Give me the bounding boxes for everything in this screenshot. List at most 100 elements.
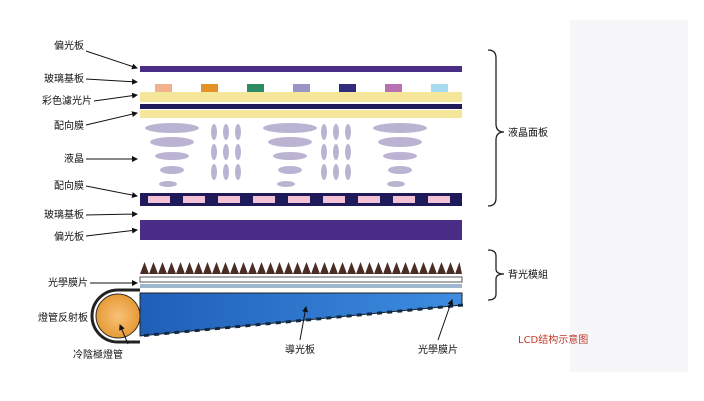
diffuser-film bbox=[139, 276, 463, 283]
light-guide-dot bbox=[143, 333, 150, 337]
light-guide-dot bbox=[255, 322, 261, 327]
alignment-cell bbox=[393, 196, 415, 203]
lc-molecule bbox=[321, 144, 327, 160]
lc-molecule bbox=[145, 123, 199, 133]
glass-yellow-layer bbox=[140, 110, 462, 118]
light-guide-dot bbox=[356, 313, 362, 317]
alignment-cell bbox=[428, 196, 450, 203]
color-filter-dot bbox=[155, 84, 172, 92]
arrow-polarizer-bottom bbox=[85, 227, 138, 237]
light-guide-dot bbox=[285, 320, 291, 324]
light-guide-dot bbox=[275, 320, 281, 325]
light-guide-dot bbox=[316, 317, 322, 321]
light-guide-dot bbox=[387, 310, 393, 314]
lc-molecule bbox=[383, 152, 417, 160]
label-glass-top: 玻璃基板 bbox=[44, 72, 84, 85]
lc-molecule bbox=[159, 181, 177, 187]
label-alignment-top: 配向膜 bbox=[54, 119, 84, 132]
lc-molecule bbox=[387, 181, 405, 187]
light-guide-dot bbox=[174, 330, 180, 335]
light-guide-dot bbox=[397, 309, 403, 313]
lc-molecule bbox=[211, 144, 217, 160]
color-filter-dots bbox=[155, 84, 448, 92]
light-guide-dot bbox=[346, 314, 352, 318]
lc-molecule bbox=[333, 164, 339, 180]
lc-molecule bbox=[235, 144, 241, 160]
lc-molecule bbox=[235, 164, 241, 180]
label-polarizer-top: 偏光板 bbox=[54, 39, 84, 52]
label-liquid-crystal: 液晶 bbox=[64, 152, 84, 165]
color-filter-layer bbox=[140, 92, 462, 102]
lc-molecule bbox=[277, 181, 295, 187]
lc-molecule bbox=[345, 124, 351, 140]
arrow-polarizer-top bbox=[85, 50, 138, 70]
label-ccfl: 冷陰極燈管 bbox=[73, 348, 123, 361]
lc-molecule bbox=[211, 124, 217, 140]
lc-molecule bbox=[223, 124, 229, 140]
alignment-bottom-cells bbox=[148, 196, 450, 203]
alignment-cell bbox=[358, 196, 380, 203]
lc-molecule bbox=[223, 144, 229, 160]
arrow-color-filter bbox=[93, 92, 138, 102]
lc-molecule bbox=[160, 166, 184, 174]
light-guide-plate bbox=[139, 292, 463, 337]
light-guide-dot bbox=[336, 315, 342, 319]
light-guide-dot bbox=[305, 318, 312, 322]
light-guide-dot bbox=[204, 327, 210, 332]
lc-molecule bbox=[278, 166, 302, 174]
light-guide-dot bbox=[366, 312, 372, 316]
lc-molecule bbox=[211, 164, 217, 180]
lc-molecule bbox=[333, 124, 339, 140]
lc-molecule bbox=[345, 164, 351, 180]
alignment-cell bbox=[323, 196, 345, 203]
label-glass-bottom: 玻璃基板 bbox=[44, 208, 84, 221]
light-guide-dot bbox=[265, 321, 271, 326]
label-color-filter: 彩色濾光片 bbox=[42, 94, 92, 107]
pointer-arrows bbox=[85, 50, 454, 345]
alignment-cell bbox=[148, 196, 170, 203]
backlight-brace bbox=[487, 249, 505, 301]
label-lcd-panel: 液晶面板 bbox=[508, 126, 548, 139]
arrow-optical-film-right bbox=[437, 299, 454, 341]
light-guide-dot bbox=[326, 316, 332, 320]
lc-molecule bbox=[321, 164, 327, 180]
color-filter-dot bbox=[339, 84, 356, 92]
light-guide-dot bbox=[417, 307, 423, 311]
label-lamp-reflector: 燈管反射板 bbox=[38, 311, 88, 324]
lc-molecule bbox=[373, 123, 427, 133]
light-guide-dot bbox=[154, 332, 160, 337]
lamp-reflector bbox=[90, 288, 140, 344]
lc-molecule bbox=[378, 137, 422, 147]
color-filter-dot bbox=[201, 84, 218, 92]
polarizer-top-layer bbox=[140, 66, 462, 72]
alignment-cell bbox=[288, 196, 310, 203]
label-light-guide: 導光板 bbox=[285, 343, 315, 356]
light-guide-dot bbox=[427, 306, 433, 310]
color-filter-dot bbox=[385, 84, 402, 92]
optical-film-layer bbox=[140, 284, 462, 288]
diagram-caption: LCD结构示意图 bbox=[518, 333, 588, 346]
label-polarizer-bottom: 偏光板 bbox=[54, 230, 84, 243]
lc-molecule bbox=[150, 137, 194, 147]
lcd-panel-brace bbox=[487, 49, 505, 207]
alignment-top-layer bbox=[140, 104, 462, 109]
arrow-light-guide bbox=[299, 306, 309, 341]
light-guide-dot bbox=[214, 326, 221, 331]
prism-film bbox=[140, 262, 462, 274]
color-filter-dot bbox=[293, 84, 310, 92]
alignment-cell bbox=[218, 196, 240, 203]
color-filter-dot bbox=[431, 84, 448, 92]
light-guide-dots bbox=[143, 303, 464, 337]
arrow-ccfl bbox=[119, 324, 129, 345]
light-guide-dot bbox=[245, 323, 251, 328]
label-optical-film-left: 光學膜片 bbox=[48, 276, 88, 289]
lc-molecule bbox=[235, 124, 241, 140]
light-guide-dot bbox=[164, 331, 170, 336]
light-guide-dot bbox=[376, 311, 383, 315]
lc-molecule bbox=[345, 144, 351, 160]
lc-molecule bbox=[388, 166, 412, 174]
lc-molecule bbox=[321, 124, 327, 140]
arrow-glass-top bbox=[85, 78, 138, 85]
